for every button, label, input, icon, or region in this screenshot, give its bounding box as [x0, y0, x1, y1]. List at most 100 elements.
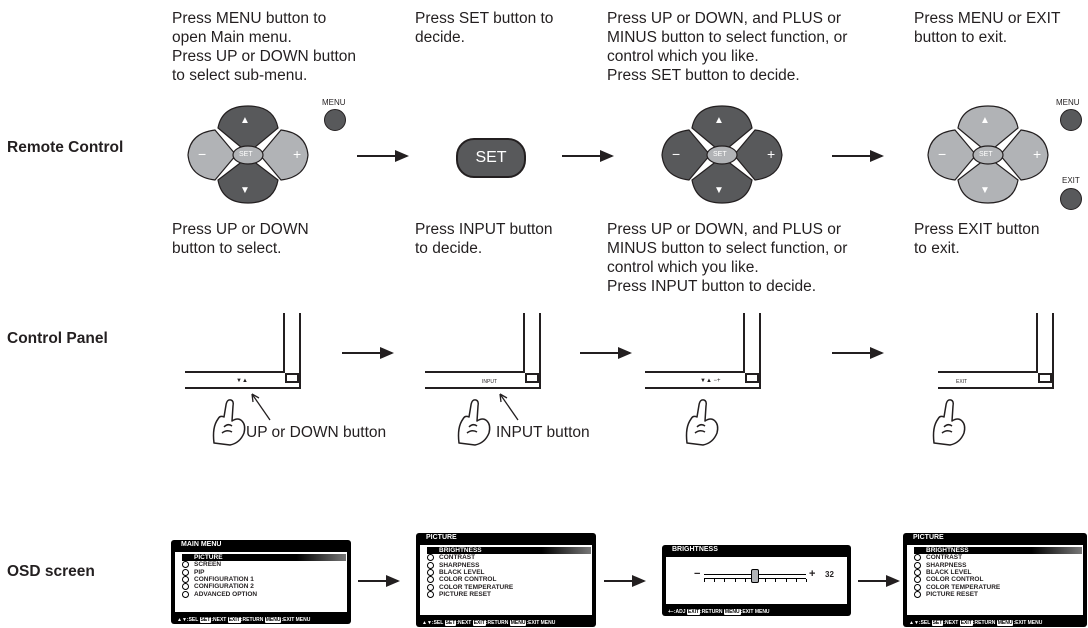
callout-pointer-1 — [251, 393, 271, 421]
osd-slider-tick — [785, 579, 787, 582]
flow-arrow-osd-3 — [858, 575, 900, 587]
osd-brightness-body: − + 32 — [666, 557, 847, 604]
flow-arrow-remote-3 — [832, 150, 884, 162]
remote-step-3-text: Press UP or DOWN, and PLUS or MINUS butt… — [607, 10, 848, 84]
osd-main-menu-title: MAIN MENU — [181, 541, 222, 548]
down-arrow-glyph-3: ▼ — [714, 185, 724, 196]
osd-brightness-adjust: BRIGHTNESS − + 32 +−:ADJ EXIT:RETURN MEN… — [662, 545, 851, 616]
remote-dpad-1 — [187, 105, 309, 204]
osd-item-contrast: CONTRAST — [427, 554, 475, 562]
flow-arrow-remote-2 — [562, 150, 614, 162]
osd-item-configuration-1: CONFIGURATION 1 — [182, 575, 254, 583]
panel-adjust-marks: ▼▲ −+ — [700, 378, 721, 384]
osd-picture-final-list: BRIGHTNESS CONTRAST SHARPNESS BLACK LEVE… — [907, 545, 1083, 615]
up-arrow-glyph: ▲ — [240, 115, 250, 126]
osd-item-color-control: COLOR CONTROL — [427, 576, 496, 583]
osd-main-menu-list: PICTURE SCREEN PIP CONFIGURATION 1 CONFI… — [175, 552, 347, 612]
panel-step-4-text: Press EXIT button to exit. — [914, 221, 1040, 257]
remote-step-4-text: Press MENU or EXIT button to exit. — [914, 10, 1061, 46]
osd-item-sharpness-final: SHARPNESS — [914, 561, 966, 569]
minus-glyph-3: − — [672, 146, 681, 162]
up-arrow-glyph-3: ▲ — [714, 115, 724, 126]
osd-item-color-temperature-final: COLOR TEMPERATURE — [914, 583, 1000, 591]
row-label-osd-screen: OSD screen — [7, 563, 95, 580]
remote-step-1-text: Press MENU button to open Main menu. Pre… — [172, 10, 357, 84]
osd-item-configuration-2: CONFIGURATION 2 — [182, 583, 254, 590]
osd-picture-menu: PICTURE BRIGHTNESS CONTRAST SHARPNESS BL… — [416, 533, 596, 627]
osd-slider-tick — [734, 579, 736, 582]
minus-key-1 — [187, 129, 237, 181]
osd-picture-final-footer: ▲▼:SEL SET:NEXT EXIT:RETURN MENU:EXIT ME… — [909, 620, 1043, 626]
osd-picture-menu-final: PICTURE BRIGHTNESS CONTRAST SHARPNESS BL… — [903, 533, 1087, 627]
panel-input-mark: INPUT — [482, 379, 497, 385]
set-center-label-4: SET — [979, 151, 993, 158]
osd-slider-tick — [806, 579, 807, 582]
osd-item-contrast-final: CONTRAST — [914, 554, 962, 562]
menu-label-1: MENU — [322, 98, 346, 107]
flow-arrow-panel-1 — [342, 347, 394, 359]
remote-dpad-4 — [927, 105, 1049, 204]
callout-pointer-2 — [499, 393, 519, 421]
hand-icon-1 — [212, 399, 246, 446]
hand-icon-4 — [932, 399, 966, 446]
osd-item-color-temperature: COLOR TEMPERATURE — [427, 583, 513, 591]
panel-corner-4 — [938, 313, 1056, 389]
panel-updown-marks: ▼▲ — [236, 378, 248, 384]
menu-button-1 — [324, 109, 346, 131]
flow-arrow-panel-2 — [580, 347, 632, 359]
osd-slider-tick — [724, 579, 726, 582]
row-label-control-panel: Control Panel — [7, 330, 108, 347]
hand-icon-2 — [457, 399, 491, 446]
plus-glyph: + — [293, 146, 302, 162]
osd-item-brightness-final: BRIGHTNESS — [914, 547, 1082, 555]
down-arrow-glyph: ▼ — [240, 185, 250, 196]
osd-main-menu: MAIN MENU PICTURE SCREEN PIP CONFIGURATI… — [171, 540, 351, 624]
exit-button — [1060, 188, 1082, 210]
osd-slider-tick — [714, 579, 716, 582]
exit-label: EXIT — [1062, 176, 1080, 185]
osd-minus-glyph: − — [694, 568, 701, 580]
osd-slider-tick — [744, 579, 746, 582]
menu-button-2 — [1060, 109, 1082, 131]
osd-plus-glyph: + — [809, 568, 816, 580]
osd-item-advanced-option: ADVANCED OPTION — [182, 590, 257, 598]
down-key-1 — [217, 156, 279, 204]
osd-slider-tick — [765, 579, 767, 582]
osd-picture-title: PICTURE — [426, 534, 457, 541]
osd-item-screen: SCREEN — [182, 561, 221, 569]
osd-brightness-thumb — [751, 569, 759, 583]
osd-slider-tick — [775, 579, 777, 582]
menu-label-2: MENU — [1056, 98, 1080, 107]
osd-item-picture-reset: PICTURE RESET — [427, 590, 491, 598]
osd-picture-list: BRIGHTNESS CONTRAST SHARPNESS BLACK LEVE… — [420, 545, 592, 615]
hand-icon-3 — [685, 399, 719, 446]
minus-glyph-4: − — [938, 146, 947, 162]
plus-glyph-3: + — [767, 146, 776, 162]
osd-item-color-control-final: COLOR CONTROL — [914, 576, 983, 583]
remote-dpad-3 — [661, 105, 783, 204]
osd-item-brightness: BRIGHTNESS — [427, 547, 591, 555]
set-center-label-3: SET — [713, 151, 727, 158]
up-arrow-glyph-4: ▲ — [980, 115, 990, 126]
osd-item-picture: PICTURE — [182, 554, 346, 562]
osd-main-menu-footer: ▲▼:SEL SET:NEXT EXIT:RETURN MENU:EXIT ME… — [177, 617, 311, 623]
osd-item-black-level-final: BLACK LEVEL — [914, 568, 972, 576]
panel-corner-3 — [645, 313, 763, 389]
osd-brightness-title: BRIGHTNESS — [672, 546, 718, 553]
up-key-1 — [217, 105, 279, 154]
osd-slider-tick — [795, 579, 797, 582]
plus-glyph-4: + — [1033, 146, 1042, 162]
panel-step-3-text: Press UP or DOWN, and PLUS or MINUS butt… — [607, 221, 848, 295]
set-center-label: SET — [239, 151, 253, 158]
flow-arrow-osd-1 — [358, 575, 400, 587]
osd-picture-final-title: PICTURE — [913, 534, 944, 541]
flow-arrow-osd-2 — [604, 575, 646, 587]
set-button: SET — [456, 138, 526, 178]
remote-step-2-text: Press SET button to decide. — [415, 10, 554, 46]
panel-corner-2 — [425, 313, 543, 389]
osd-item-sharpness: SHARPNESS — [427, 561, 479, 569]
osd-slider-tick — [704, 579, 705, 582]
osd-picture-footer: ▲▼:SEL SET:NEXT EXIT:RETURN MENU:EXIT ME… — [422, 620, 556, 626]
osd-item-black-level: BLACK LEVEL — [427, 568, 485, 576]
callout-input-button: INPUT button — [496, 424, 590, 441]
